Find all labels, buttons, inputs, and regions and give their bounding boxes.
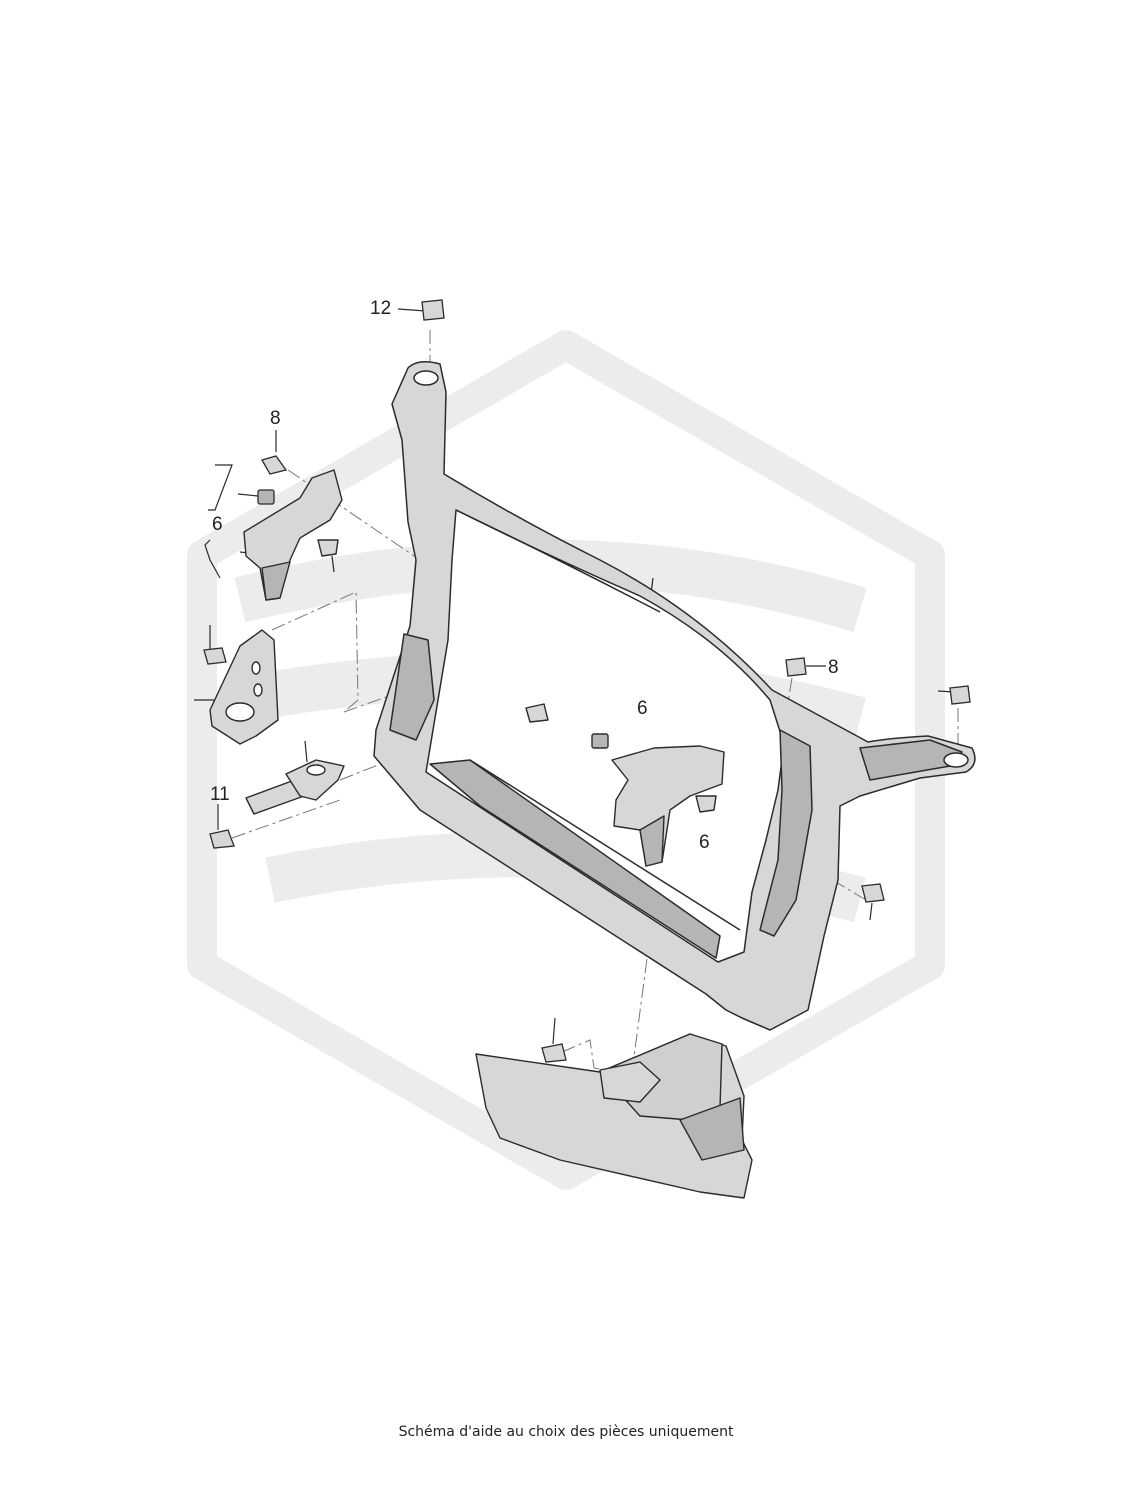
disclaimer-caption: Schéma d'aide au choix des pièces unique… — [398, 1424, 734, 1440]
callout-6-left: 6 — [212, 514, 223, 535]
lower-crash-absorber — [475, 1033, 753, 1199]
callouts: 12 8 6 11 8 6 6 — [210, 298, 839, 853]
callout-11: 11 — [210, 784, 230, 805]
left-lower-bracket — [209, 629, 279, 745]
callout-8-right: 8 — [828, 657, 839, 678]
left-headlight-bracket — [243, 469, 343, 601]
callout-6-center: 6 — [637, 698, 648, 719]
left-fasteners — [203, 455, 288, 849]
center-headlight-bracket — [525, 703, 725, 867]
callout-6-clip: 6 — [699, 832, 710, 853]
callout-8-left: 8 — [270, 408, 281, 429]
right-fasteners — [421, 299, 971, 1063]
left-guide-pin — [245, 759, 345, 815]
callout-12: 12 — [370, 298, 391, 319]
front-end-carrier — [373, 361, 976, 1031]
